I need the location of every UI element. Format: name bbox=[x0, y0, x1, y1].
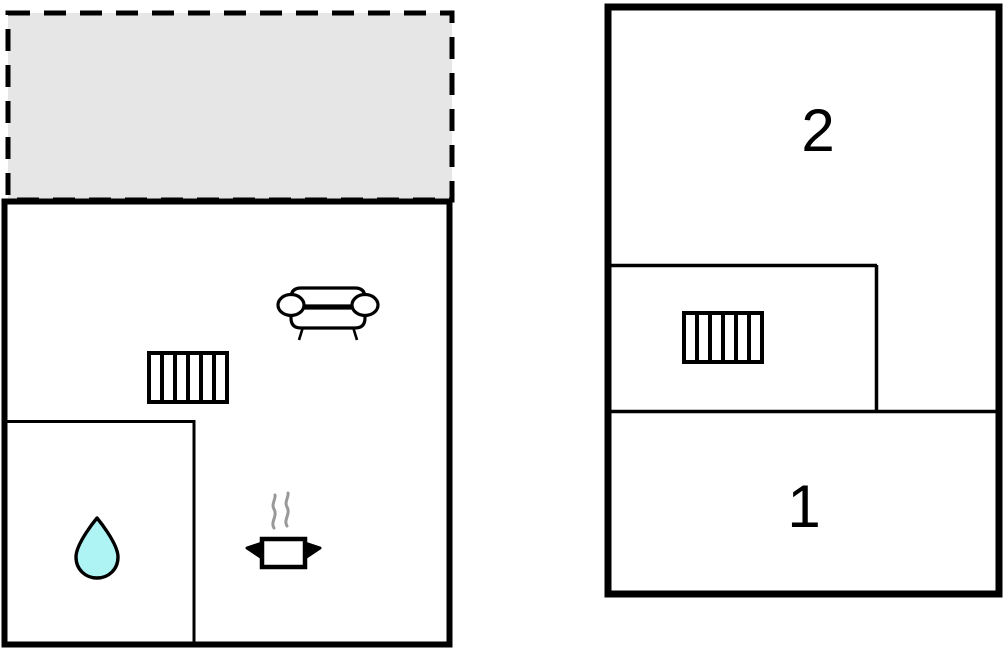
terrace-area bbox=[5, 10, 455, 203]
cooking-pot-icon bbox=[245, 491, 322, 570]
water-drop-icon bbox=[74, 516, 120, 580]
room-number-2: 2 bbox=[801, 97, 835, 164]
ground-floor-plan bbox=[0, 0, 470, 652]
radiator-icon bbox=[147, 351, 229, 404]
room-number-1: 1 bbox=[787, 473, 821, 540]
upper-floor-outline bbox=[604, 3, 1003, 598]
upper-floor-plan bbox=[595, 0, 1003, 652]
sofa-icon bbox=[276, 286, 380, 341]
radiator-icon bbox=[682, 311, 764, 364]
bathroom-room bbox=[7, 420, 196, 645]
